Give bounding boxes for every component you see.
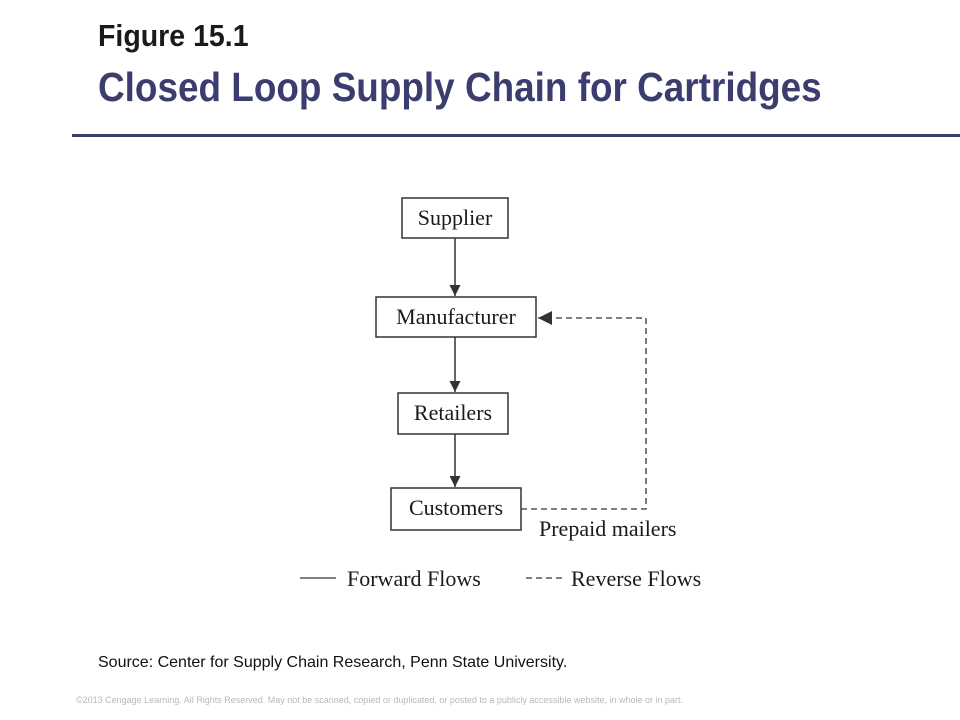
node-manufacturer-label: Manufacturer <box>396 304 516 329</box>
copyright-notice: ©2013 Cengage Learning. All Rights Reser… <box>76 695 683 705</box>
page-title: Closed Loop Supply Chain for Cartridges <box>98 64 822 110</box>
figure-label: Figure 15.1 <box>98 18 249 53</box>
node-supplier: Supplier <box>401 197 509 239</box>
reverse-flow-label: Prepaid mailers <box>539 516 676 541</box>
node-customers-label: Customers <box>409 495 503 520</box>
node-manufacturer: Manufacturer <box>375 296 537 338</box>
node-retailers: Retailers <box>397 392 509 435</box>
legend: Forward Flows Reverse Flows <box>300 566 701 591</box>
node-supplier-label: Supplier <box>418 205 493 230</box>
source-citation: Source: Center for Supply Chain Research… <box>98 654 568 671</box>
node-retailers-label: Retailers <box>414 400 492 425</box>
legend-reverse-label: Reverse Flows <box>571 566 701 591</box>
title-divider <box>72 134 960 137</box>
legend-forward-label: Forward Flows <box>347 566 481 591</box>
node-customers: Customers <box>390 487 522 531</box>
arrow-customers-to-manufacturer-reverse <box>521 311 647 510</box>
